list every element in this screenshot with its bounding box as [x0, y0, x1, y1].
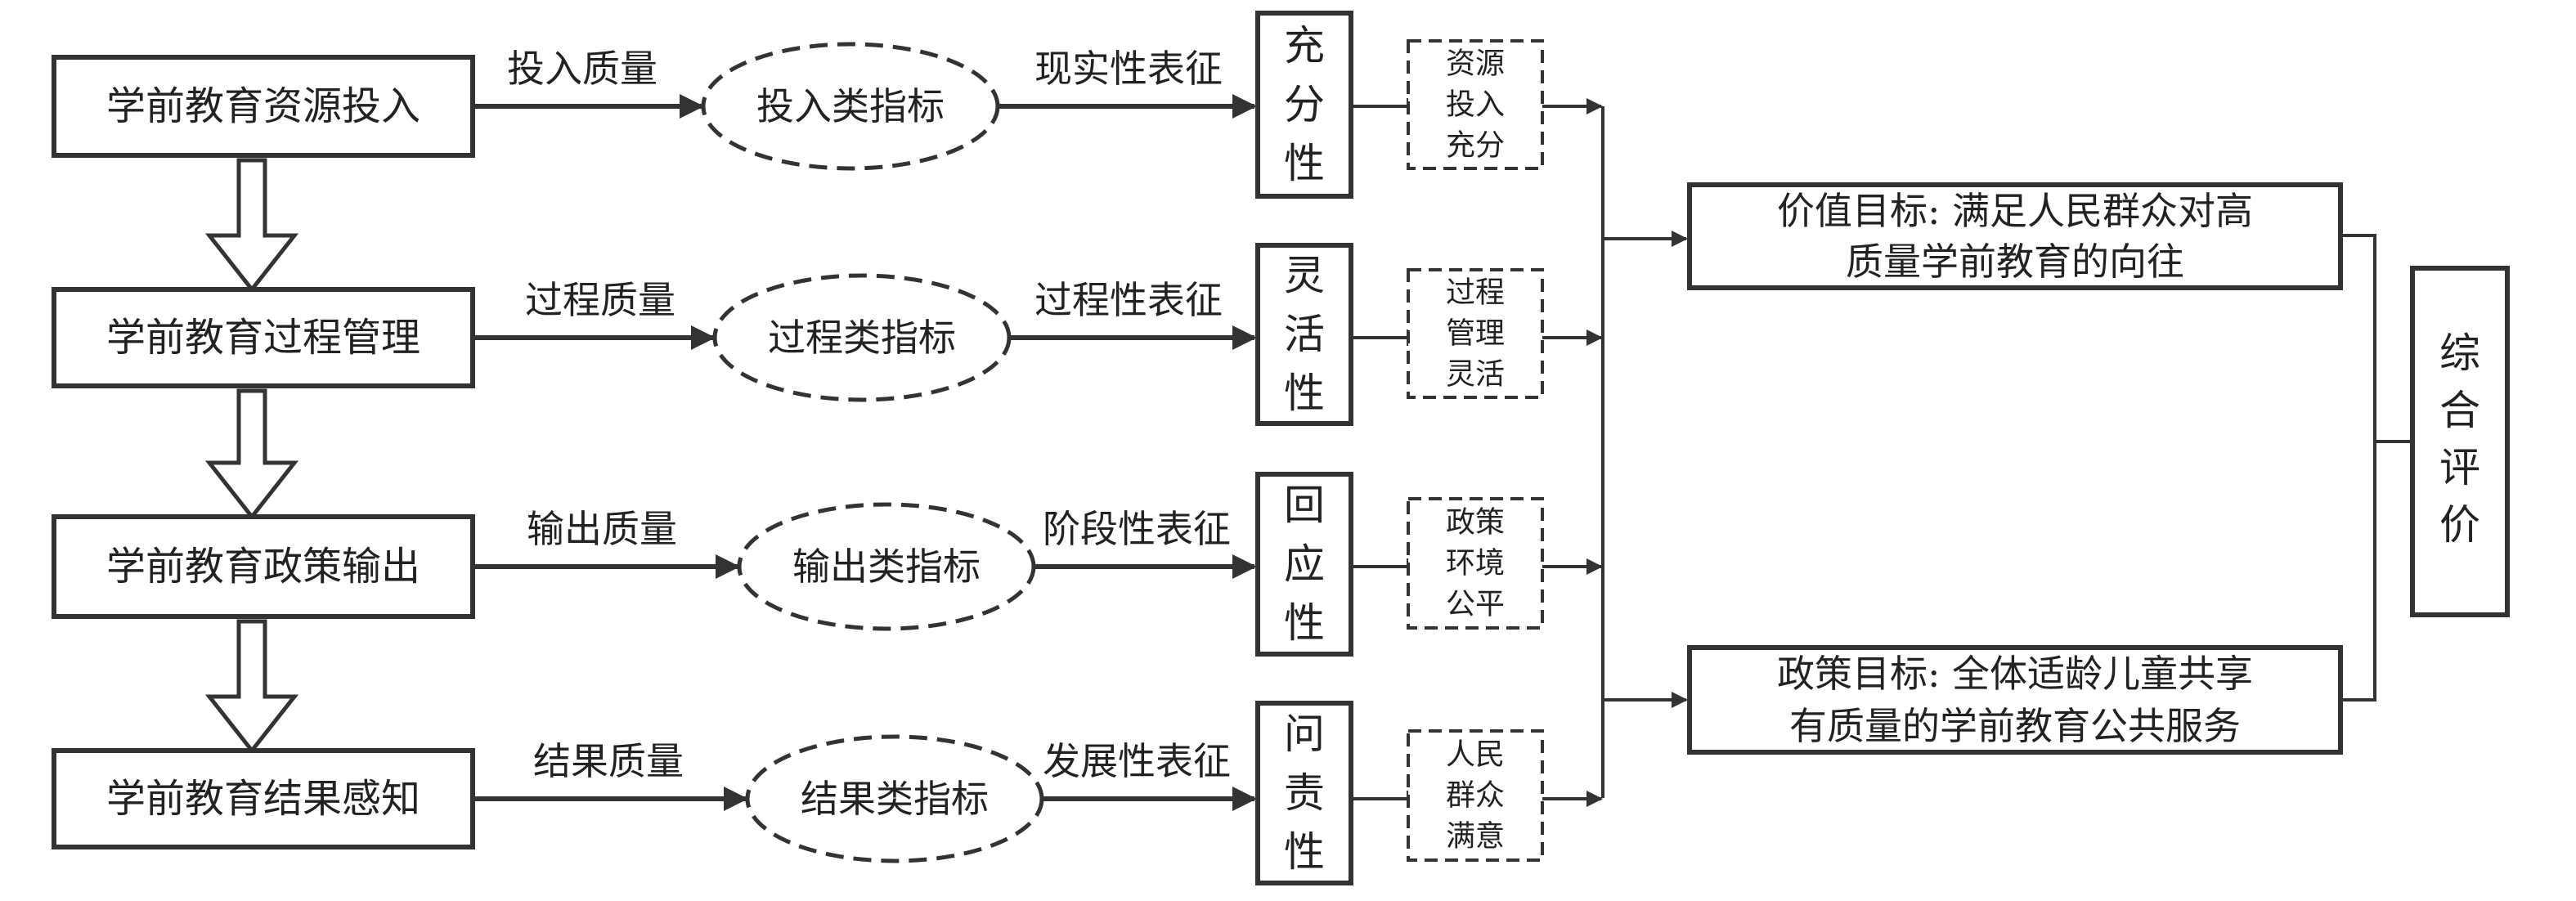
indicator-label: 结果类指标	[801, 777, 989, 821]
attribute-box	[1255, 701, 1353, 885]
hollow-down-arrow-icon	[204, 158, 299, 294]
outcome-text: 政策	[1446, 506, 1505, 540]
hollow-down-arrow-icon	[204, 388, 299, 521]
attribute-char: 回	[1284, 482, 1325, 529]
attribute-char: 充	[1284, 22, 1325, 69]
outcome-text: 灵活	[1446, 358, 1505, 392]
evaluation-char: 综	[2439, 329, 2480, 377]
indicator-label: 过程类指标	[768, 316, 956, 360]
outcome-text: 公平	[1446, 588, 1505, 621]
value-goal-line-2: 质量学前教育的向往	[1846, 240, 2184, 284]
evaluation-char: 价	[2439, 501, 2480, 549]
indicator-label: 输出类指标	[792, 545, 981, 589]
stage-label: 学前教育资源投入	[106, 83, 420, 129]
attribute-char: 灵	[1284, 252, 1325, 299]
value-goal-line-1: 价值目标: 满足人民群众对高	[1777, 189, 2253, 233]
evaluation-char: 合	[2439, 387, 2480, 434]
evaluation-box	[2410, 266, 2510, 617]
attribute-char: 应	[1284, 540, 1325, 588]
stage-box	[52, 55, 475, 158]
quality-label: 投入质量	[507, 47, 657, 91]
outcome-text: 群众	[1446, 779, 1505, 813]
stage-box	[52, 287, 475, 388]
outcome-text: 满意	[1446, 820, 1505, 854]
quality-label: 结果质量	[533, 739, 684, 783]
outcome-box	[1407, 268, 1544, 399]
attribute-char: 问	[1284, 710, 1325, 758]
attribute-box	[1255, 243, 1353, 426]
policy-goal-line-2: 有质量的学前教育公共服务	[1789, 704, 2241, 748]
outcome-text: 投入	[1446, 88, 1505, 122]
outcome-box	[1407, 497, 1544, 630]
representation-label: 阶段性表征	[1043, 507, 1231, 551]
policy-goal-line-1: 政策目标: 全体适龄儿童共享	[1777, 652, 2253, 696]
attribute-char: 性	[1284, 599, 1325, 647]
outcome-text: 充分	[1446, 129, 1505, 163]
outcome-box	[1407, 39, 1544, 170]
attribute-char: 责	[1284, 769, 1325, 817]
attribute-char: 性	[1284, 140, 1325, 187]
representation-label: 过程性表征	[1034, 278, 1223, 322]
attribute-char: 性	[1284, 370, 1325, 417]
attribute-box	[1255, 472, 1353, 657]
outcome-text: 管理	[1446, 317, 1505, 351]
quality-label: 过程质量	[525, 278, 675, 322]
goals-connector	[2340, 234, 2376, 702]
attribute-char: 性	[1284, 828, 1325, 876]
outcome-text: 环境	[1446, 547, 1505, 580]
attribute-char: 分	[1284, 81, 1325, 128]
quality-label: 输出质量	[527, 507, 677, 551]
indicator-label: 投入类指标	[756, 84, 945, 128]
hollow-down-arrow-icon	[204, 619, 299, 755]
representation-label: 发展性表征	[1043, 739, 1231, 783]
attribute-char: 活	[1284, 311, 1325, 358]
stage-label: 学前教育政策输出	[106, 544, 420, 589]
stage-box	[52, 748, 475, 849]
outcome-text: 过程	[1446, 276, 1505, 310]
outcome-text: 人民	[1446, 738, 1505, 772]
stage-label: 学前教育结果感知	[106, 776, 420, 822]
representation-label: 现实性表征	[1034, 47, 1223, 91]
stage-label: 学前教育过程管理	[106, 315, 420, 361]
evaluation-char: 评	[2439, 444, 2480, 491]
value-goal-box	[1687, 182, 2343, 290]
outcome-text: 资源	[1446, 47, 1505, 81]
outcome-box	[1407, 729, 1544, 862]
